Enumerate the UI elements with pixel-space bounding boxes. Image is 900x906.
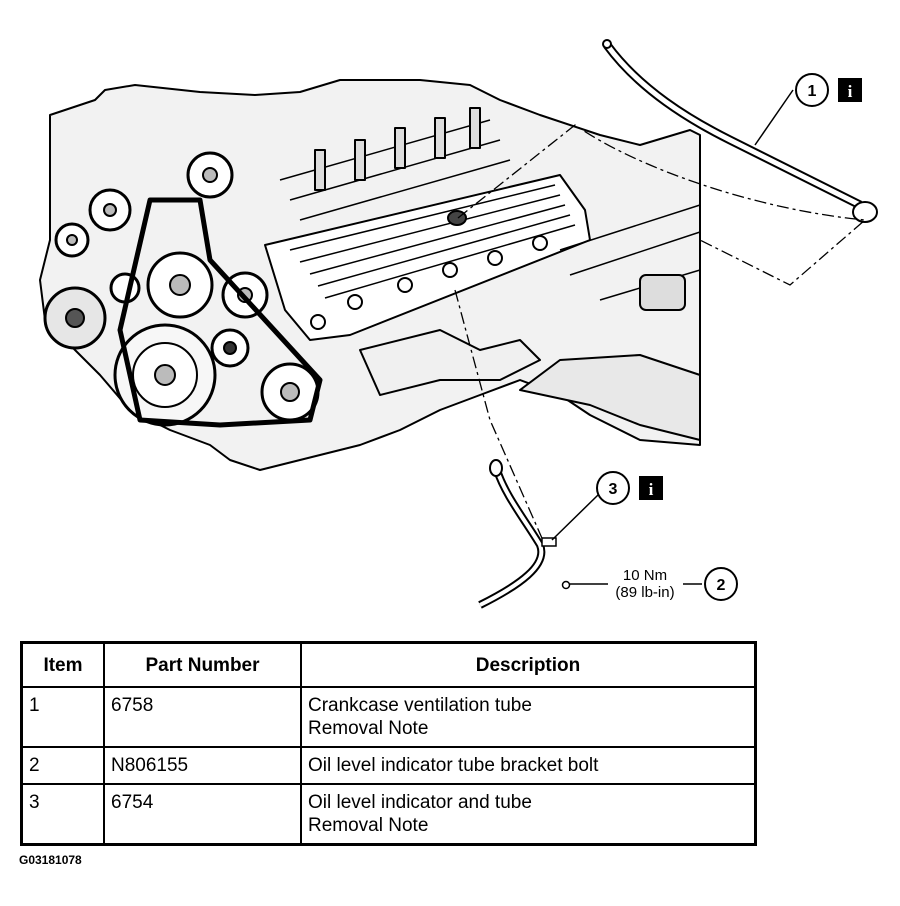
callout-2: 2 (704, 567, 738, 601)
cell-part-number: 6754 (103, 783, 302, 846)
removal-note-link[interactable]: Removal Note (308, 718, 429, 739)
table-header-row: Item Part Number Description (20, 641, 757, 688)
cell-item: 2 (20, 746, 105, 785)
info-icon[interactable]: i (639, 476, 663, 500)
engine-illustration (39, 79, 701, 471)
header-description: Description (300, 641, 757, 688)
cell-item: 1 (20, 686, 105, 748)
description-text: Oil level indicator tube bracket bolt (308, 755, 599, 776)
install-path-line (454, 124, 867, 546)
torque-spec: 10 Nm (89 lb-in) (615, 567, 674, 601)
table-row: 1 6758 Crankcase ventilation tube Remova… (20, 686, 757, 748)
engine-diagram: 1 i 3 i 10 Nm (89 lb-in) 2 (39, 39, 878, 609)
header-part-number: Part Number (103, 641, 302, 688)
oil-level-indicator-tube (478, 459, 571, 609)
figure-code: G03181078 (19, 853, 82, 867)
callout-2-number: 2 (717, 577, 726, 594)
description-text: Oil level indicator and tube (308, 792, 532, 813)
torque-spec-metric: 10 Nm (623, 567, 667, 584)
cell-description: Crankcase ventilation tube Removal Note (300, 686, 757, 748)
cell-part-number: N806155 (103, 746, 302, 785)
table-row: 2 N806155 Oil level indicator tube brack… (20, 746, 757, 785)
torque-spec-imperial: (89 lb-in) (615, 584, 674, 601)
table-row: 3 6754 Oil level indicator and tube Remo… (20, 783, 757, 846)
removal-note-link[interactable]: Removal Note (308, 815, 429, 836)
callout-1-number: 1 (808, 83, 817, 100)
crankcase-ventilation-tube (602, 39, 878, 223)
info-icon-label: i (649, 480, 654, 499)
parts-table: Item Part Number Description 1 6758 Cran… (20, 641, 757, 846)
cell-part-number: 6758 (103, 686, 302, 748)
info-icon[interactable]: i (838, 78, 862, 102)
callout-1: 1 (795, 73, 829, 107)
cell-description: Oil level indicator and tube Removal Not… (300, 783, 757, 846)
info-icon-label: i (848, 82, 853, 101)
callout-3-number: 3 (609, 481, 618, 498)
leader-lines (551, 89, 794, 585)
cell-item: 3 (20, 783, 105, 846)
callout-3: 3 (596, 471, 630, 505)
description-text: Crankcase ventilation tube (308, 695, 532, 716)
cell-description: Oil level indicator tube bracket bolt (300, 746, 757, 785)
header-item: Item (20, 641, 105, 688)
